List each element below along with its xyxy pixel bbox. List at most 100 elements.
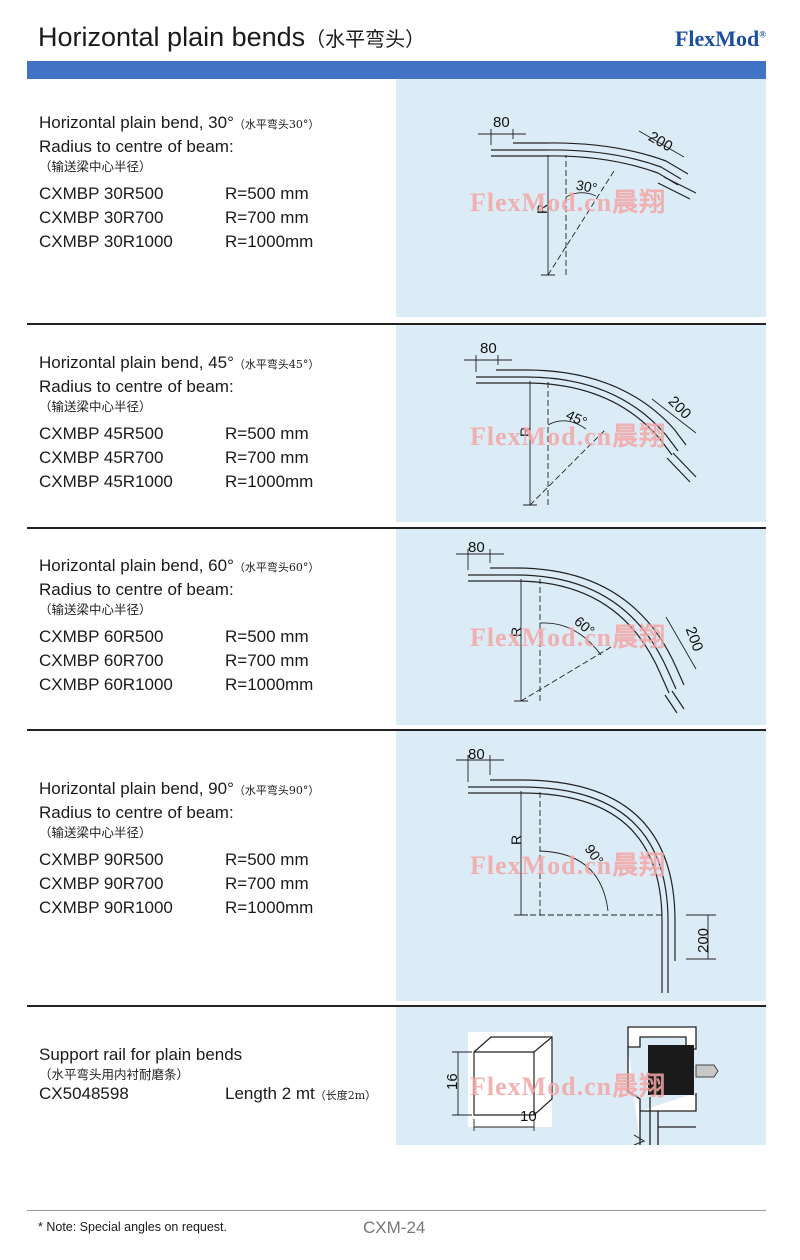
product-code: CXMBP 30R700 — [39, 208, 164, 227]
product-radius: R=700 mm — [225, 448, 309, 467]
product-radius: R=700 mm — [225, 651, 309, 670]
bend-90-drawing: 80 200 90° R — [456, 746, 716, 993]
diagram-30: 80 200 30° R — [396, 79, 766, 317]
product-code: CXMBP 60R1000 — [39, 675, 173, 694]
support-heading: Support rail for plain bends — [39, 1045, 243, 1064]
section-support-rail: Support rail for plain bends （水平弯头用内衬耐磨条… — [39, 1044, 376, 1105]
radius-zh-text: （输送梁中心半径） — [39, 602, 152, 617]
product-code: CXMBP 45R500 — [39, 424, 164, 443]
dim-80-label: 80 — [493, 114, 510, 131]
diagram-60: 80 200 60° R — [396, 529, 766, 725]
product-radius: R=500 mm — [225, 850, 309, 869]
product-row: CXMBP 60R700 R=700 mm — [39, 649, 319, 673]
product-radius: R=500 mm — [225, 627, 309, 646]
section-heading: Horizontal plain bend, 60°（水平弯头60°） — [39, 555, 319, 579]
product-code: CXMBP 60R500 — [39, 627, 164, 646]
section-90: Horizontal plain bend, 90°（水平弯头90°） Radi… — [39, 778, 319, 920]
dim-80-label: 80 — [480, 340, 497, 357]
heading-text: Horizontal plain bend, 45° — [39, 353, 234, 372]
radius-label: R — [534, 204, 550, 214]
product-code: CXMBP 30R1000 — [39, 232, 173, 251]
radius-zh-text: （输送梁中心半径） — [39, 825, 152, 840]
product-code: CXMBP 90R500 — [39, 850, 164, 869]
section-divider — [27, 729, 766, 731]
product-row: CXMBP 45R500 R=500 mm — [39, 422, 319, 446]
footer-note: * Note: Special angles on request. — [38, 1220, 228, 1234]
product-radius: R=1000mm — [225, 675, 314, 694]
support-row: CX5048598 Length 2 mt（长度2m） — [39, 1084, 376, 1105]
product-code: CXMBP 90R700 — [39, 874, 164, 893]
diagram-45: 80 200 45° R — [396, 325, 766, 522]
radius-label-text: Radius to centre of beam: — [39, 377, 234, 396]
product-radius: R=500 mm — [225, 424, 309, 443]
section-30: Horizontal plain bend, 30°（水平弯头30°） Radi… — [39, 112, 319, 254]
watermark: FlexMod.cn晨翔 — [470, 422, 667, 451]
bend-45-drawing: 80 200 45° R — [464, 340, 697, 506]
section-divider — [27, 527, 766, 529]
product-row: CXMBP 90R500 R=500 mm — [39, 848, 319, 872]
heading-text: Horizontal plain bend, 60° — [39, 556, 234, 575]
radius-zh-text: （输送梁中心半径） — [39, 399, 152, 414]
product-row: CXMBP 30R700 R=700 mm — [39, 206, 319, 230]
heading-text: Horizontal plain bend, 90° — [39, 779, 234, 798]
dim-80-label: 80 — [468, 746, 485, 763]
product-row: CXMBP 90R700 R=700 mm — [39, 872, 319, 896]
page-title: Horizontal plain bends（水平弯头） — [38, 22, 425, 53]
section-heading: Horizontal plain bend, 90°（水平弯头90°） — [39, 778, 319, 802]
footer-divider — [27, 1210, 766, 1211]
section-heading: Horizontal plain bend, 45°（水平弯头45°） — [39, 352, 319, 376]
watermark: FlexMod.cn晨翔 — [470, 851, 667, 880]
radius-label: R — [508, 627, 524, 637]
brand-text: FlexMod — [674, 26, 760, 51]
section-divider — [27, 1005, 766, 1007]
brand-logo: FlexMod® — [675, 26, 766, 52]
support-heading-zh: （水平弯头用内衬耐磨条） — [39, 1067, 190, 1082]
product-radius: R=1000mm — [225, 472, 314, 491]
heading-zh: （水平弯头30°） — [233, 118, 320, 131]
header-bar — [27, 61, 766, 79]
dim-16-label: 16 — [444, 1073, 461, 1090]
product-code: CXMBP 30R500 — [39, 184, 164, 203]
radius-label-text: Radius to centre of beam: — [39, 580, 234, 599]
dim-200-label: 200 — [682, 624, 707, 653]
section-heading: Horizontal plain bend, 30°（水平弯头30°） — [39, 112, 319, 136]
product-row: CXMBP 45R700 R=700 mm — [39, 446, 319, 470]
product-code: CXMBP 60R700 — [39, 651, 164, 670]
diagram-90: 80 200 90° R — [396, 731, 766, 1001]
product-code: CXMBP 90R1000 — [39, 898, 173, 917]
bend-60-drawing: 80 200 60° R — [456, 539, 707, 714]
product-radius: R=1000mm — [225, 232, 314, 251]
dim-10-label: 10 — [520, 1108, 537, 1125]
section-60: Horizontal plain bend, 60°（水平弯头60°） Radi… — [39, 555, 319, 697]
support-rail-drawing: 16 10 — [444, 1026, 719, 1145]
product-code: CXMBP 45R700 — [39, 448, 164, 467]
watermark: FlexMod.cn晨翔 — [470, 1072, 667, 1101]
heading-zh: （水平弯头90°） — [233, 784, 320, 797]
dim-200-label: 200 — [645, 128, 675, 155]
brand-mark: ® — [759, 29, 766, 40]
page-number: CXM-24 — [363, 1218, 426, 1237]
bend-30-drawing: 80 200 30° R — [478, 114, 697, 276]
radius-label-text: Radius to centre of beam: — [39, 137, 234, 156]
product-row: CXMBP 30R1000 R=1000mm — [39, 230, 319, 254]
heading-zh: （水平弯头45°） — [233, 358, 320, 371]
dim-200-label: 200 — [695, 928, 712, 953]
product-radius: R=700 mm — [225, 874, 309, 893]
title-text: Horizontal plain bends — [38, 22, 306, 52]
support-length: Length 2 mt — [225, 1084, 315, 1103]
section-45: Horizontal plain bend, 45°（水平弯头45°） Radi… — [39, 352, 319, 494]
heading-zh: （水平弯头60°） — [233, 561, 320, 574]
support-code: CX5048598 — [39, 1084, 129, 1103]
heading-text: Horizontal plain bend, 30° — [39, 113, 234, 132]
radius-label-text: Radius to centre of beam: — [39, 803, 234, 822]
watermark: FlexMod.cn晨翔 — [470, 623, 667, 652]
title-zh: （水平弯头） — [305, 27, 426, 51]
support-length-zh: （长度2m） — [314, 1089, 377, 1102]
product-row: CXMBP 60R1000 R=1000mm — [39, 673, 319, 697]
diagram-support-rail: 16 10 — [396, 1007, 766, 1145]
radius-zh-text: （输送梁中心半径） — [39, 159, 152, 174]
dim-80-label: 80 — [468, 539, 485, 556]
product-radius: R=700 mm — [225, 208, 309, 227]
